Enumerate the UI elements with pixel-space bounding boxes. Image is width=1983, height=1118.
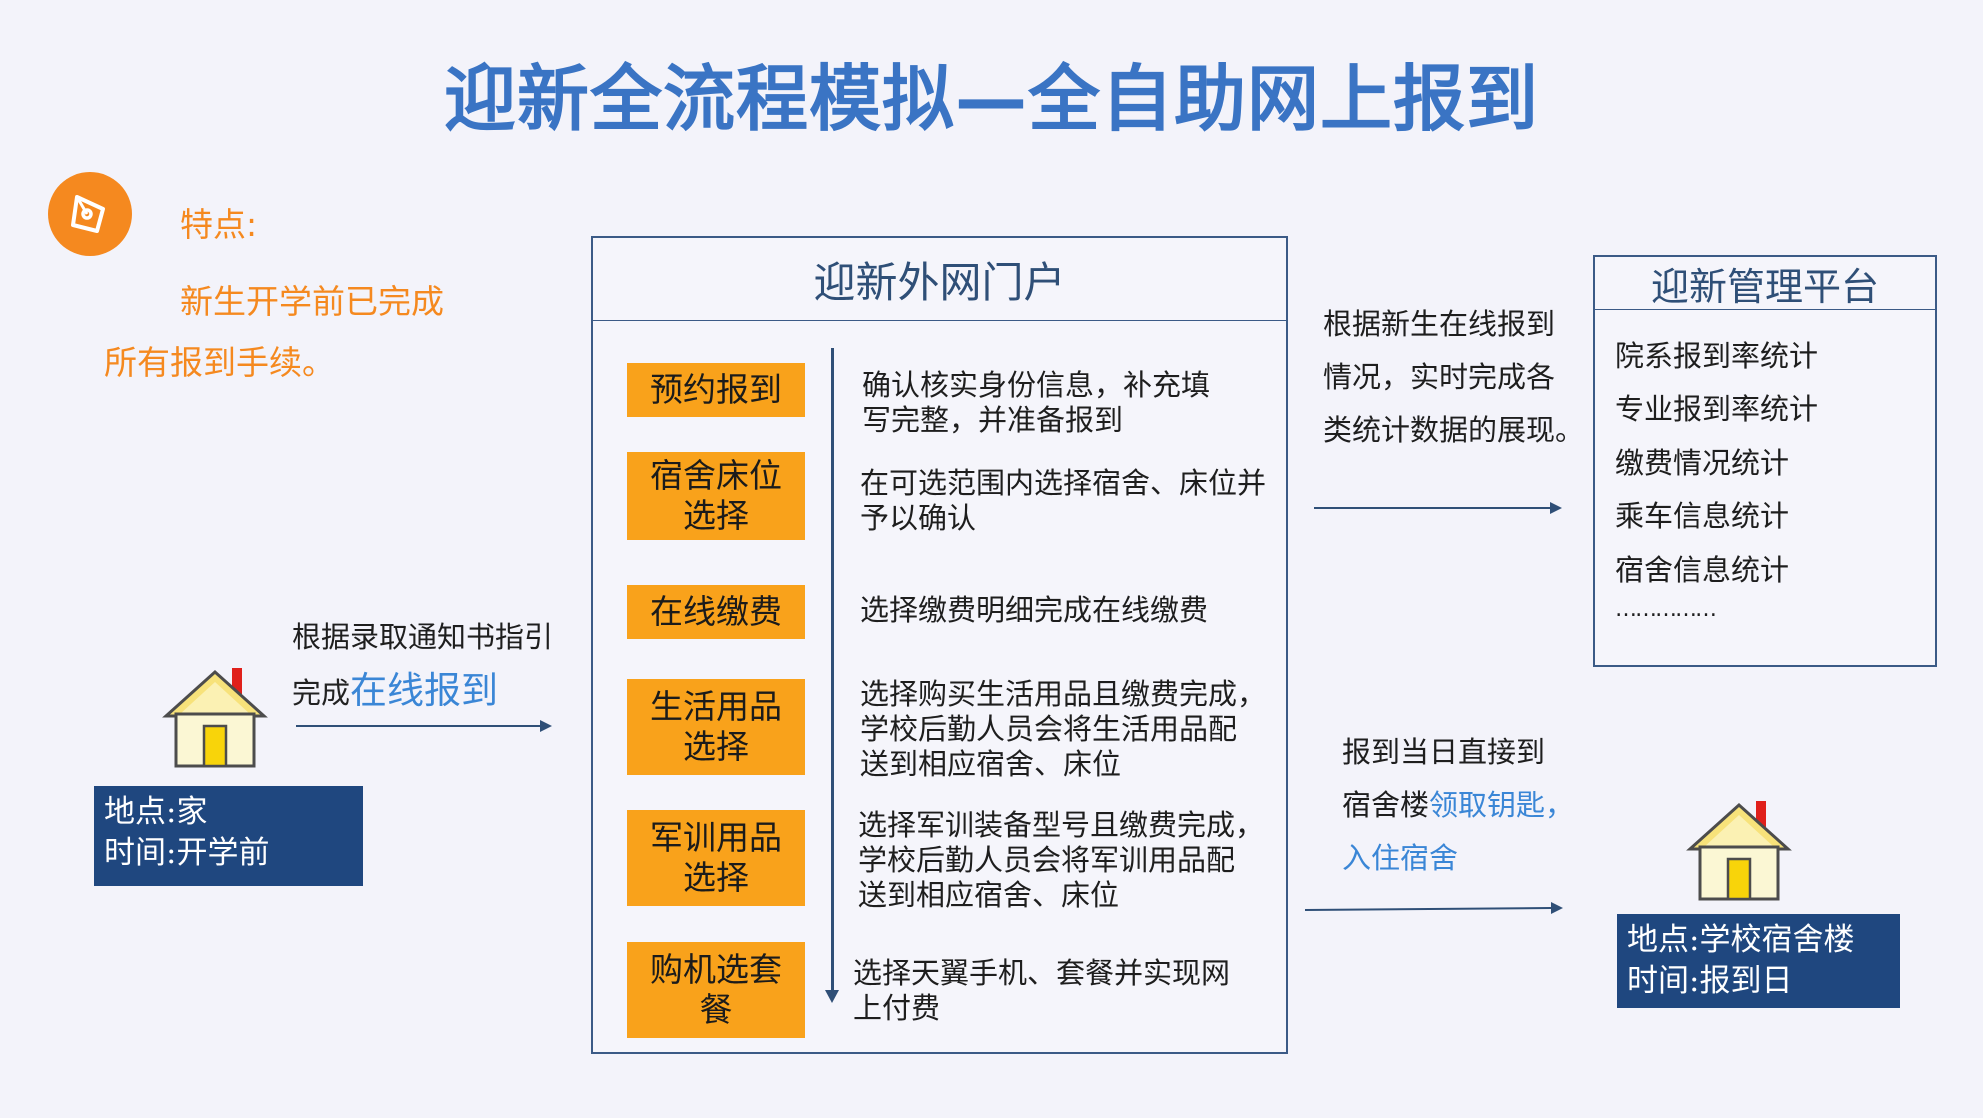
flow-arrowhead xyxy=(825,990,839,1003)
step-daily-supplies: 生活用品 选择 xyxy=(627,679,805,775)
step-military-supplies-desc: 选择军训装备型号且缴费完成， 学校后勤人员会将军训用品配 送到相应宿舍、床位 xyxy=(858,808,1264,912)
arrow-to-dorm xyxy=(1305,902,1563,914)
checkin-note-highlight: 领取钥匙， xyxy=(1429,788,1575,822)
stats-note: 根据新生在线报到 情况，实时完成各 类统计数据的展现。 xyxy=(1323,298,1584,457)
step-payment: 在线缴费 xyxy=(627,585,805,639)
desc-line: 选择天翼手机、套餐并实现网 xyxy=(853,956,1231,990)
step-reserve: 预约报到 xyxy=(627,363,805,417)
desc-line: 选择购买生活用品且缴费完成， xyxy=(860,677,1267,711)
house-icon xyxy=(1684,797,1794,906)
management-item: 专业报到率统计 xyxy=(1615,392,1819,426)
management-panel: 迎新管理平台 院系报到率统计 专业报到率统计 缴费情况统计 乘车信息统计 宿舍信… xyxy=(1593,255,1937,667)
step-label: 在线缴费 xyxy=(650,592,782,632)
desc-line: 学校后勤人员会将军训用品配 xyxy=(858,842,1236,877)
step-label: 宿舍床位 xyxy=(650,456,782,496)
feature-label: 特点: xyxy=(180,205,258,244)
desc-line: 送到相应宿舍、床位 xyxy=(860,746,1122,781)
desc-line: 上付费 xyxy=(853,990,941,1025)
desc-line: 确认核实身份信息，补充填 xyxy=(862,368,1211,402)
step-reserve-desc: 确认核实身份信息，补充填 写完整，并准备报到 xyxy=(862,368,1210,438)
step-label: 军训用品 xyxy=(650,818,782,858)
step-label: 餐 xyxy=(699,990,733,1029)
desc-line: 学校后勤人员会将生活用品配 xyxy=(860,711,1238,746)
home-guide-line-1: 根据录取通知书指引 xyxy=(292,620,554,654)
stats-note-line: 情况，实时完成各 xyxy=(1323,360,1556,394)
step-daily-supplies-desc: 选择购买生活用品且缴费完成， 学校后勤人员会将生活用品配 送到相应宿舍、床位 xyxy=(860,677,1266,781)
desc-line: 送到相应宿舍、床位 xyxy=(858,877,1120,912)
step-phone-plan: 购机选套 餐 xyxy=(627,942,805,1038)
portal-panel: 迎新外网门户 预约报到 宿舍床位 选择 在线缴费 生活用品 选择 军训用品 选择… xyxy=(591,236,1288,1054)
step-payment-desc: 选择缴费明细完成在线缴费 xyxy=(860,593,1208,628)
desc-line: 予以确认 xyxy=(860,500,977,535)
dorm-time: 时间:报到日 xyxy=(1627,963,1793,999)
home-time: 时间:开学前 xyxy=(104,835,270,871)
stats-note-line: 类统计数据的展现。 xyxy=(1323,413,1585,447)
step-label: 选择 xyxy=(683,727,749,766)
management-item: 院系报到率统计 xyxy=(1615,339,1819,373)
home-guide-line-2: 完成在线报到 xyxy=(292,660,498,714)
home-guide-highlight: 在线报到 xyxy=(350,669,499,712)
arrow-to-management xyxy=(1314,502,1562,514)
desc-line: 选择军训装备型号且缴费完成， xyxy=(858,808,1265,842)
desc-line: 选择缴费明细完成在线缴费 xyxy=(860,593,1209,627)
home-location-box: 地点:家 时间:开学前 xyxy=(94,786,363,886)
dorm-location-box: 地点:学校宿舍楼 时间:报到日 xyxy=(1617,914,1900,1008)
page-title: 迎新全流程模拟—全自助网上报到 xyxy=(443,57,1539,141)
home-location: 地点:家 xyxy=(104,794,208,830)
step-label: 选择 xyxy=(683,496,749,535)
house-icon xyxy=(160,664,270,773)
step-label: 购机选套 xyxy=(650,950,782,990)
management-item: 宿舍信息统计 xyxy=(1615,553,1790,587)
step-label: 选择 xyxy=(683,858,749,897)
feature-icon xyxy=(48,172,132,256)
checkin-note: 报到当日直接到 宿舍楼领取钥匙， 入住宿舍 xyxy=(1342,726,1574,885)
step-phone-plan-desc: 选择天翼手机、套餐并实现网 上付费 xyxy=(853,956,1230,1026)
step-label: 预约报到 xyxy=(650,370,782,410)
management-item: 缴费情况统计 xyxy=(1615,446,1790,480)
checkin-note-highlight: 入住宿舍 xyxy=(1342,841,1459,875)
stats-note-line: 根据新生在线报到 xyxy=(1323,307,1556,341)
feature-line-2: 所有报到手续。 xyxy=(104,343,335,382)
step-dorm: 宿舍床位 选择 xyxy=(627,452,805,540)
portal-title: 迎新外网门户 xyxy=(593,238,1286,321)
checkin-note-line: 宿舍楼领取钥匙， xyxy=(1342,779,1574,832)
checkin-note-line: 报到当日直接到 xyxy=(1342,735,1546,769)
step-label: 生活用品 xyxy=(650,687,782,727)
management-item: 乘车信息统计 xyxy=(1615,499,1790,533)
management-item: …………… xyxy=(1615,597,1717,622)
home-guide-prefix: 完成 xyxy=(292,676,351,710)
flow-line xyxy=(831,348,834,998)
arrow-to-portal xyxy=(296,720,552,732)
checkin-note-text: 宿舍楼 xyxy=(1342,788,1430,822)
dorm-location: 地点:学校宿舍楼 xyxy=(1627,922,1855,958)
desc-line: 写完整，并准备报到 xyxy=(862,402,1124,437)
management-title: 迎新管理平台 xyxy=(1595,257,1935,310)
feature-line-1: 新生开学前已完成 xyxy=(180,282,444,321)
pen-icon xyxy=(71,195,105,233)
desc-line: 在可选范围内选择宿舍、床位并 xyxy=(860,466,1267,500)
step-dorm-desc: 在可选范围内选择宿舍、床位并 予以确认 xyxy=(860,466,1266,536)
step-military-supplies: 军训用品 选择 xyxy=(627,810,805,906)
